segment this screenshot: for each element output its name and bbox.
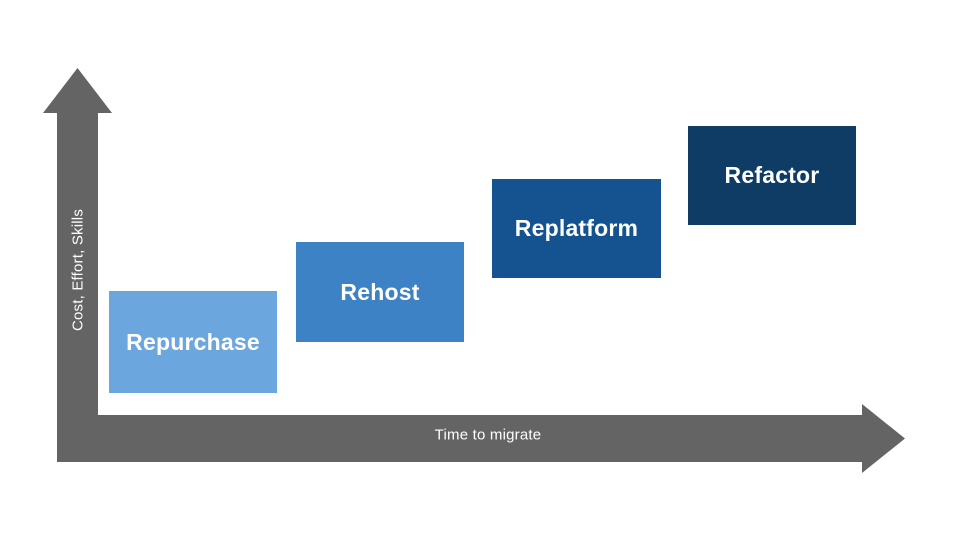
step-box-refactor[interactable]: Refactor — [688, 126, 856, 225]
step-box-rehost[interactable]: Rehost — [296, 242, 464, 342]
y-axis-label: Cost, Effort, Skills — [69, 208, 87, 332]
step-box-replatform[interactable]: Replatform — [492, 179, 661, 278]
step-box-repurchase[interactable]: Repurchase — [109, 291, 277, 393]
x-axis-label: Time to migrate — [434, 426, 542, 444]
